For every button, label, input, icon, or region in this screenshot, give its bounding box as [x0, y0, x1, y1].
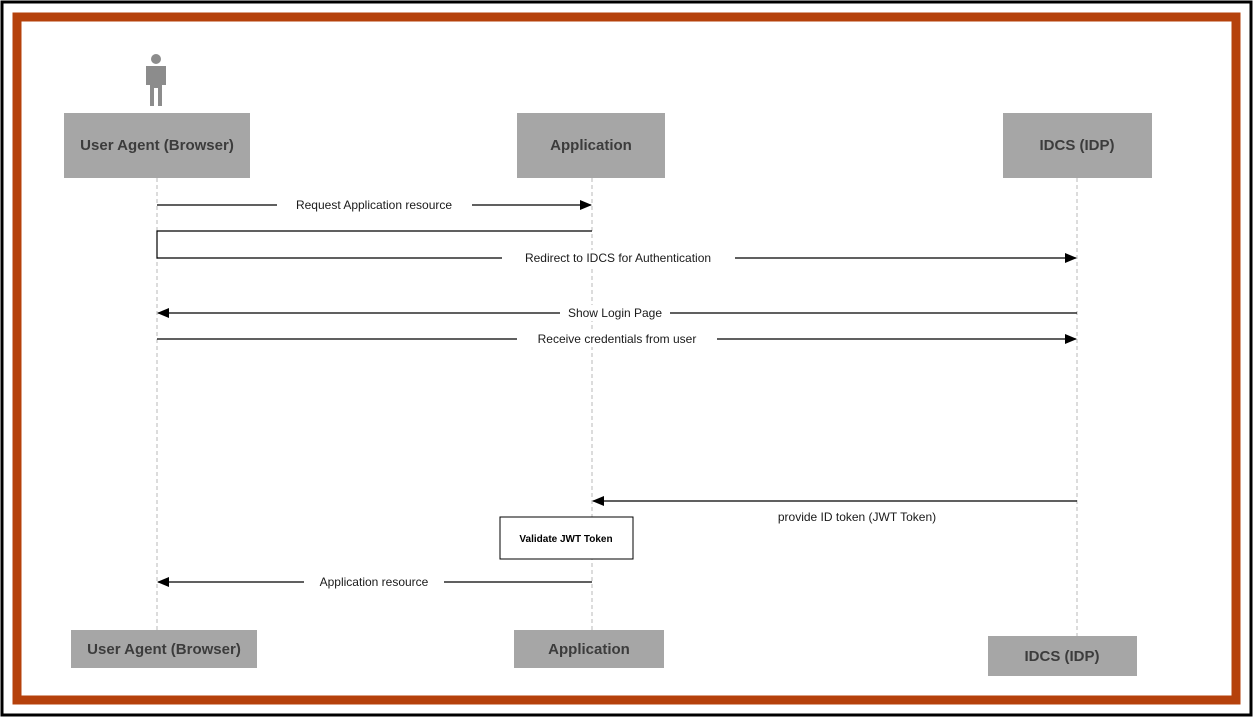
frame-border — [12, 12, 1241, 705]
message-label-show-login: Show Login Page — [568, 306, 662, 320]
participant-label-user-agent-bottom: User Agent (Browser) — [87, 641, 241, 658]
participant-label-user-agent-top: User Agent (Browser) — [80, 137, 234, 154]
note-label-validate-jwt: Validate JWT Token — [519, 534, 612, 545]
message-label-receive-credentials: Receive credentials from user — [538, 332, 697, 346]
message-label-bg — [304, 574, 444, 590]
participant-label-application-bottom: Application — [548, 641, 630, 658]
participant-box-application-top — [517, 113, 665, 178]
participant-box-user-agent-bottom — [71, 630, 257, 668]
participant-box-idcs-top — [1003, 113, 1152, 178]
message-label-bg — [517, 331, 717, 347]
participant-box-user-agent-top — [64, 113, 250, 178]
participant-box-idcs-bottom — [988, 636, 1137, 676]
participant-box-application-bottom — [514, 630, 664, 668]
message-label-provide-token: provide ID token (JWT Token) — [778, 510, 936, 524]
participant-label-application-top: Application — [550, 137, 632, 154]
note-box-validate-jwt — [499, 516, 634, 560]
message-label-redirect: Redirect to IDCS for Authentication — [525, 251, 711, 265]
message-label-request-resource: Request Application resource — [296, 198, 452, 212]
participant-label-idcs-top: IDCS (IDP) — [1040, 137, 1115, 154]
message-label-bg — [277, 197, 472, 213]
message-label-application-resource: Application resource — [320, 575, 429, 589]
message-label-bg — [560, 305, 670, 321]
participant-label-idcs-bottom: IDCS (IDP) — [1025, 648, 1100, 665]
message-label-bg — [502, 250, 735, 266]
user-icon — [146, 54, 166, 106]
